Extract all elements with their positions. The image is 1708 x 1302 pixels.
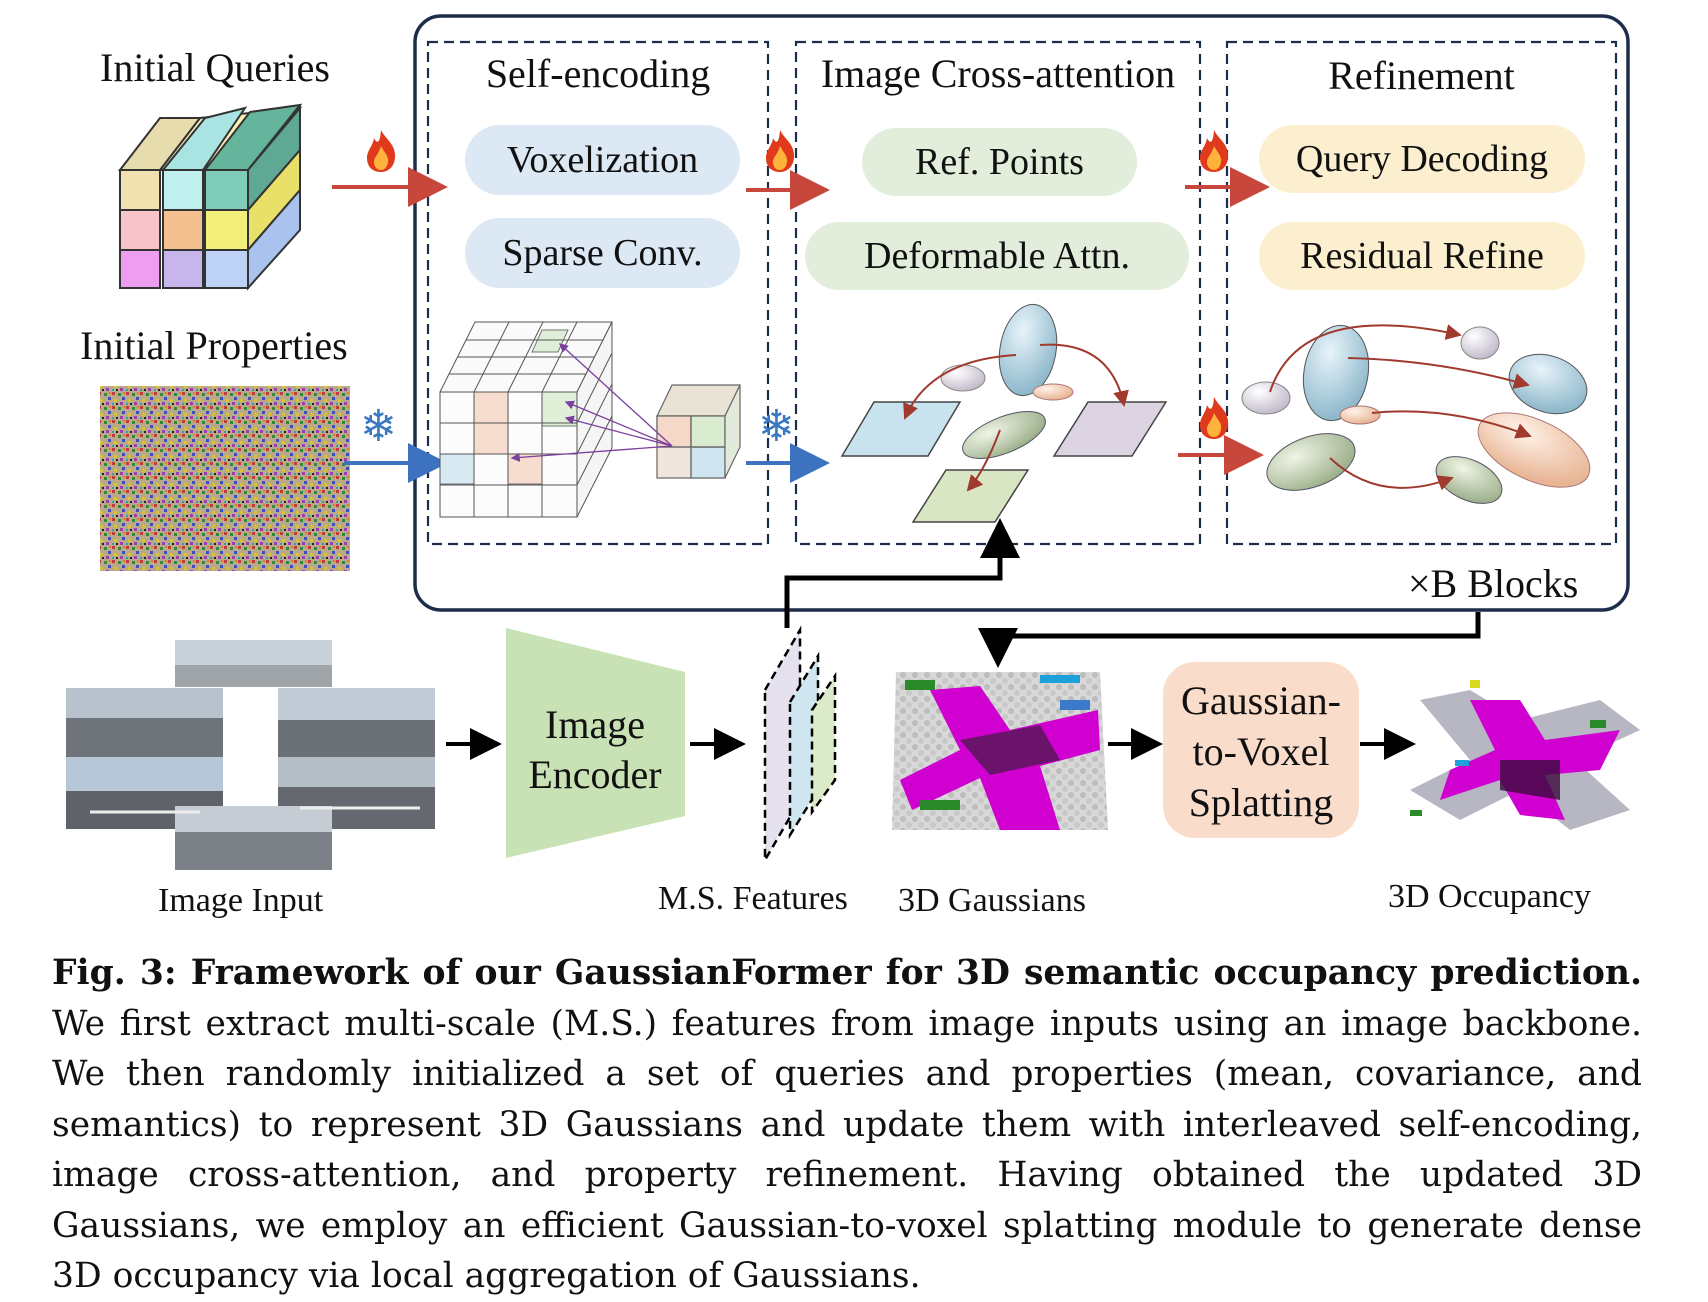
- flame-icon: [367, 130, 396, 172]
- figure-caption: Fig. 3: Framework of our GaussianFormer …: [52, 948, 1642, 1302]
- initial-properties-label: Initial Properties: [80, 323, 348, 368]
- splatting-line-1: Gaussian-: [1181, 678, 1341, 723]
- occupancy-render: [1410, 680, 1640, 830]
- ref-points-pill: Ref. Points: [862, 128, 1137, 196]
- flame-icon: [1200, 130, 1229, 172]
- flame-icon: [766, 130, 795, 172]
- arrow-blocks-to-gaussians: [978, 612, 1481, 668]
- snowflake-icon: ❄: [758, 402, 795, 451]
- image-encoder-line-1: Image: [545, 702, 645, 747]
- arrow-features-to-cross: [784, 518, 1020, 628]
- splatting-line-3: Splatting: [1188, 780, 1334, 825]
- residual-refine-pill: Residual Refine: [1259, 222, 1585, 290]
- sparse-conv-pill: Sparse Conv.: [465, 218, 740, 288]
- image-encoder-block: [506, 628, 685, 858]
- caption-bold: Fig. 3: Framework of our GaussianFormer …: [52, 953, 1642, 993]
- splatting-label: Gaussian- to-Voxel Splatting: [1163, 675, 1359, 828]
- occupancy-label: 3D Occupancy: [1388, 878, 1591, 915]
- flame-icon: [1200, 397, 1229, 439]
- self-encoding-title: Self-encoding: [485, 51, 711, 96]
- image-encoder-line-2: Encoder: [528, 752, 662, 797]
- cross-attention-graphic: [840, 303, 1168, 523]
- voxelization-pill: Voxelization: [465, 125, 740, 195]
- cross-attention-panel: [794, 40, 1202, 546]
- voxel-grid: [439, 321, 613, 518]
- snowflake-icon: ❄: [360, 402, 397, 451]
- ms-features-label: M.S. Features: [658, 880, 848, 917]
- block-frame: [413, 14, 1630, 612]
- image-input-mosaic: [66, 640, 435, 870]
- gaussians-label: 3D Gaussians: [898, 882, 1086, 919]
- refinement-title: Refinement: [1328, 53, 1515, 98]
- image-encoder-label: Image Encoder: [505, 700, 685, 800]
- framework-diagram: ❄ ❄ Initial Queries Initial Properties S…: [66, 14, 1640, 919]
- diagram-graphics: [66, 14, 1640, 870]
- gaussians-pointcloud: [892, 672, 1108, 830]
- refinement-panel: [1225, 40, 1618, 546]
- splatting-line-2: to-Voxel: [1192, 729, 1330, 774]
- refinement-graphic: [1241, 324, 1591, 504]
- query-decoding-pill: Query Decoding: [1259, 125, 1585, 193]
- initial-queries-label: Initial Queries: [100, 45, 330, 90]
- conv-connections: [510, 343, 673, 462]
- image-input-label: Image Input: [158, 882, 324, 919]
- cross-attention-title: Image Cross-attention: [820, 51, 1176, 96]
- ms-features-stack: [763, 625, 837, 865]
- sparse-cube: [656, 384, 741, 479]
- initial-properties-noise: [100, 386, 350, 571]
- self-encoding-panel: [426, 40, 770, 546]
- caption-text: We first extract multi-scale (M.S.) feat…: [52, 1003, 1642, 1297]
- splatting-block: [1163, 662, 1359, 838]
- repeat-blocks-label: ×B Blocks: [1408, 561, 1579, 606]
- deformable-attn-pill: Deformable Attn.: [805, 222, 1189, 290]
- initial-queries-cubes: [117, 103, 303, 291]
